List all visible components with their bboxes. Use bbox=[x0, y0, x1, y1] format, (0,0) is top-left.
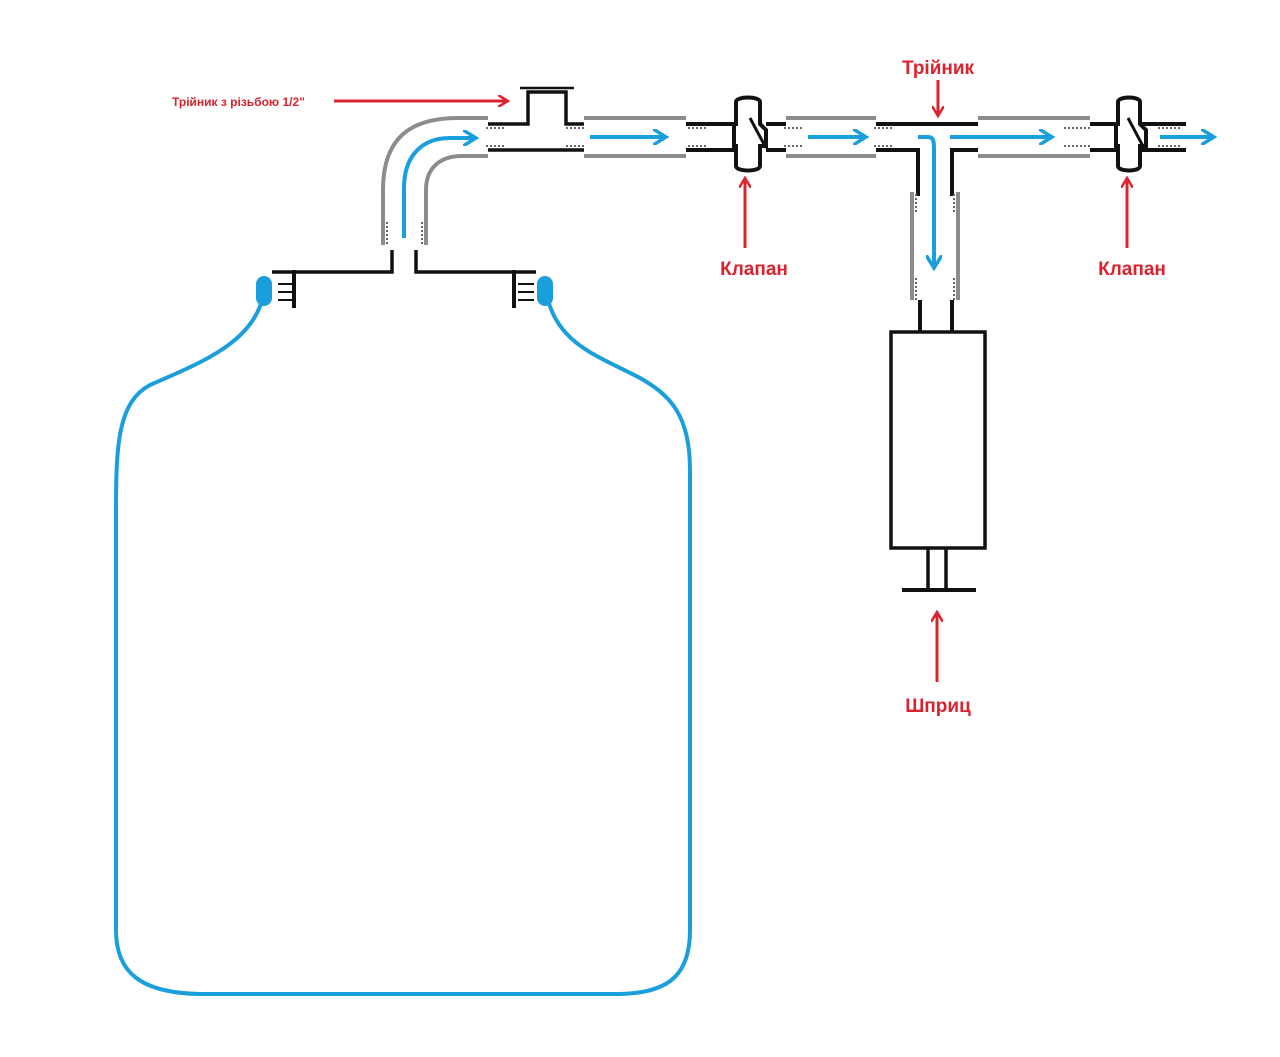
branch-threads bbox=[915, 194, 955, 300]
clamp-left bbox=[278, 270, 296, 308]
label-syringe: Шприц bbox=[905, 696, 971, 717]
label-valve-left: Клапан bbox=[720, 259, 788, 280]
label-tee: Трійник bbox=[902, 58, 975, 79]
flow-arrows bbox=[590, 137, 1214, 268]
hose bbox=[381, 116, 488, 245]
flow-arrow-icon bbox=[918, 135, 934, 268]
bottle-body bbox=[114, 299, 692, 996]
tee-threads bbox=[486, 127, 586, 147]
pipe-threads bbox=[688, 127, 1180, 147]
flow-arrow-icon bbox=[402, 138, 476, 238]
label-threaded-tee: Трійник з різьбою 1/2" bbox=[172, 95, 305, 109]
syringe-icon bbox=[889, 330, 987, 592]
valve-right bbox=[1114, 95, 1148, 173]
water-bottle-icon bbox=[114, 250, 692, 996]
tee-fitting-icon bbox=[488, 86, 584, 152]
clamp-right bbox=[512, 270, 534, 308]
bottle-lip-left bbox=[256, 276, 272, 306]
valve-left bbox=[732, 95, 768, 173]
label-valve-right: Клапан bbox=[1098, 259, 1166, 280]
bottle-cap bbox=[272, 250, 536, 274]
pointer-arrows bbox=[334, 80, 1127, 682]
branch-hose bbox=[910, 192, 960, 332]
syringe-barrel bbox=[889, 330, 987, 550]
valve-icon bbox=[732, 95, 768, 173]
bottle-lip-right bbox=[537, 276, 553, 306]
valve-icon bbox=[1114, 95, 1148, 173]
main-pipe bbox=[584, 116, 1186, 196]
hose-threads bbox=[386, 222, 423, 246]
